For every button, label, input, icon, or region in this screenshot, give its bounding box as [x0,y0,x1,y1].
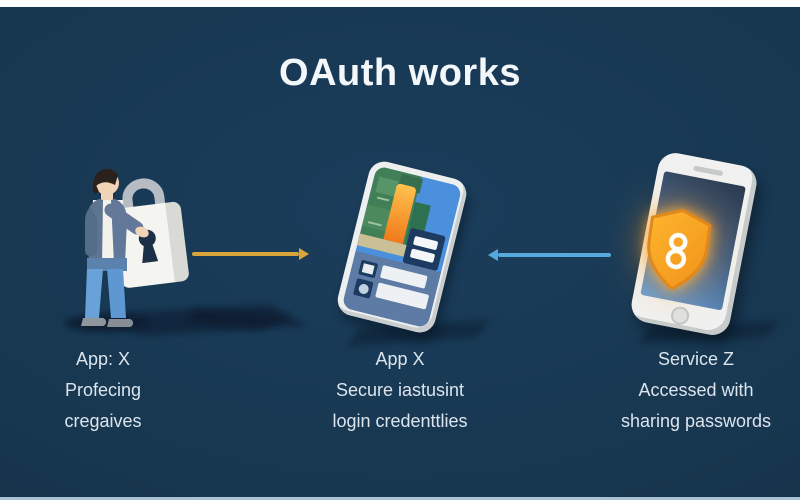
caption-line: login credenttlies [332,411,468,431]
caption-line: sharing passwords [620,411,772,431]
caption-line: Service Z [657,349,735,369]
tablet-screen [341,165,463,329]
home-button [669,305,691,327]
arrow-left-icon [488,249,611,261]
bottom-border-strip [0,497,800,500]
arrow-head [299,248,309,260]
caption-line: Profecing [64,380,142,400]
caption-line: Accessed with [638,380,754,400]
list-row [412,235,439,251]
security-shield-icon [630,199,724,303]
tablet-app-illustration [334,158,470,336]
list-row [409,248,436,263]
top-border-strip [0,0,800,7]
arrow-shaft [498,253,611,257]
phone-speaker [693,165,724,177]
person-figure [81,168,149,327]
diagram-title: OAuth works [279,52,521,94]
caption-service-z: Service Z Accessed with sharing password… [591,344,800,437]
caption-line: cregaives [64,411,142,431]
circle-icon [353,278,374,299]
caption-line: App: X [75,349,131,369]
square-icon [358,259,379,279]
caption-app-x-device: App X Secure iastusint login credenttlie… [295,344,505,437]
arrow-shaft [192,252,299,256]
caption-line: Secure iastusint [335,380,465,400]
arrow-right-icon [192,248,309,260]
caption-app-x-user: App: X Profecing cregaives [0,344,208,437]
person-shadow [65,304,307,336]
caption-line: App X [375,349,425,369]
person-with-padlock-illustration [65,168,307,336]
arrow-head [488,249,498,261]
